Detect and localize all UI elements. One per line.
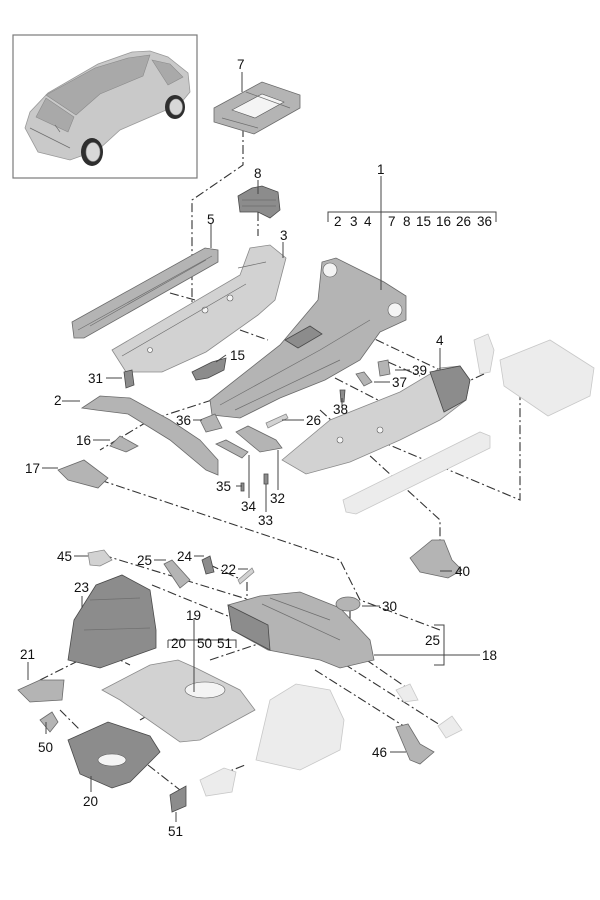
assembly-19-contents: 20 50 51: [171, 636, 232, 651]
assembly-1-group-a-item[interactable]: 4: [364, 214, 372, 229]
vehicle-overview-icon: [24, 50, 191, 166]
callout-31[interactable]: 31: [88, 371, 103, 386]
callout-7[interactable]: 7: [237, 57, 245, 72]
callout-17[interactable]: 17: [25, 461, 40, 476]
part-23-wheel-housing[interactable]: [67, 574, 157, 669]
callout-2[interactable]: 2: [54, 393, 62, 408]
callout-22[interactable]: 22: [221, 562, 236, 577]
callout-25-upper[interactable]: 25: [137, 553, 152, 568]
part-30-plug[interactable]: [335, 596, 361, 612]
ghost-bracket-b: [437, 715, 463, 739]
part-35-bolt[interactable]: [240, 482, 245, 492]
part-5-sill-rail[interactable]: [71, 247, 219, 339]
part-46[interactable]: [395, 723, 435, 765]
part-25-bracket[interactable]: [163, 559, 191, 589]
callout-38[interactable]: 38: [333, 402, 348, 417]
callout-32[interactable]: 32: [270, 491, 285, 506]
part-3-floor-left[interactable]: [111, 244, 287, 373]
callout-34[interactable]: 34: [241, 499, 257, 514]
callout-39[interactable]: 39: [412, 363, 427, 378]
part-21[interactable]: [17, 679, 65, 703]
ghost-bracket-lower: [199, 767, 237, 797]
ghost-wheel-housing-right: [255, 683, 345, 771]
part-33-bolt[interactable]: [263, 473, 269, 485]
callout-3[interactable]: 3: [280, 228, 288, 243]
part-19-rear-panel[interactable]: [101, 659, 256, 743]
ghost-bracket: [473, 333, 495, 375]
assembly-1-group-a-item[interactable]: 3: [350, 214, 358, 229]
callout-50[interactable]: 50: [38, 740, 53, 755]
parts: [17, 81, 595, 813]
callout-46[interactable]: 46: [372, 745, 387, 760]
assembly-1-group-a-item[interactable]: 2: [334, 214, 342, 229]
part-15[interactable]: [191, 357, 227, 381]
callout-45[interactable]: 45: [57, 549, 72, 564]
callout-21[interactable]: 21: [20, 647, 35, 662]
assembly-19-group-a-item[interactable]: 20: [171, 636, 186, 651]
part-1-floor-tunnel[interactable]: [209, 257, 407, 419]
callout-19[interactable]: 19: [186, 608, 201, 623]
callout-33[interactable]: 33: [258, 513, 273, 528]
assembly-1-group-b-item[interactable]: 36: [477, 214, 492, 229]
callout-1[interactable]: 1: [377, 162, 385, 177]
assembly-1-contents: 2 3 4 7 8 15 16 26 36: [334, 214, 492, 229]
assembly-1-group-b-item[interactable]: 26: [456, 214, 471, 229]
callout-26[interactable]: 26: [306, 413, 321, 428]
ghost-bracket-a: [395, 683, 419, 703]
callout-18[interactable]: 18: [482, 648, 497, 663]
part-36[interactable]: [199, 413, 223, 433]
callout-51[interactable]: 51: [168, 824, 183, 839]
part-45[interactable]: [87, 549, 113, 567]
part-17[interactable]: [57, 459, 109, 489]
callout-16[interactable]: 16: [76, 433, 91, 448]
callout-15[interactable]: 15: [230, 348, 245, 363]
callout-23[interactable]: 23: [74, 580, 89, 595]
assembly-1-group-b-item[interactable]: 8: [403, 214, 411, 229]
part-34-bracket[interactable]: [215, 439, 249, 459]
part-8-tunnel-cap[interactable]: [237, 185, 281, 219]
part-40-bracket[interactable]: [409, 539, 463, 579]
part-32-bracket[interactable]: [235, 425, 283, 453]
assembly-1-group-b-item[interactable]: 15: [416, 214, 431, 229]
part-39[interactable]: [377, 359, 391, 377]
part-50[interactable]: [39, 711, 59, 733]
leader-lines: [27, 72, 497, 822]
ghost-seat-frame: [499, 339, 595, 417]
callout-40[interactable]: 40: [455, 564, 470, 579]
assembly-19-group-b-item[interactable]: 50: [197, 636, 212, 651]
vehicle-thumbnail[interactable]: [12, 34, 198, 179]
ghost-sill-rail-right: [342, 431, 491, 515]
callout-5[interactable]: 5: [207, 212, 215, 227]
callout-labels: 7 8 1 5 3 15 31 39 4 37 2 38 36 26 16 17…: [20, 57, 497, 839]
assembly-19-group-b-item[interactable]: 51: [217, 636, 232, 651]
part-22[interactable]: [237, 567, 255, 585]
part-31[interactable]: [123, 369, 135, 389]
part-24[interactable]: [201, 555, 215, 575]
callout-8[interactable]: 8: [254, 166, 262, 181]
callout-35[interactable]: 35: [216, 479, 231, 494]
callout-4[interactable]: 4: [436, 333, 444, 348]
callout-25-assembly[interactable]: 25: [425, 633, 440, 648]
part-16[interactable]: [109, 435, 139, 453]
callout-36[interactable]: 36: [176, 413, 191, 428]
part-38[interactable]: [339, 389, 346, 403]
part-20-spare-well[interactable]: [67, 721, 161, 789]
callout-20[interactable]: 20: [83, 794, 98, 809]
assembly-1-group-b-item[interactable]: 7: [388, 214, 396, 229]
part-37[interactable]: [355, 371, 373, 387]
part-18-rear-floor[interactable]: [227, 591, 375, 669]
callout-30[interactable]: 30: [382, 599, 397, 614]
part-2-cross-member[interactable]: [80, 395, 219, 476]
part-26[interactable]: [265, 413, 289, 429]
callout-24[interactable]: 24: [177, 549, 193, 564]
assembly-1-group-b-item[interactable]: 16: [436, 214, 451, 229]
part-4-floor-right[interactable]: [281, 365, 471, 475]
part-51[interactable]: [169, 785, 187, 813]
callout-37[interactable]: 37: [392, 375, 407, 390]
part-7-seat-frame[interactable]: [213, 81, 301, 135]
